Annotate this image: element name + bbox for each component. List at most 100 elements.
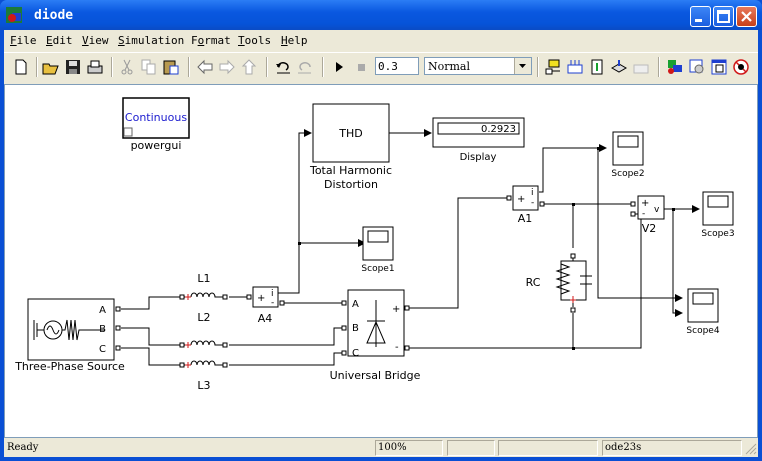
menu-file[interactable]: File — [10, 34, 37, 47]
voltmeter-v2[interactable]: + - v V2 — [637, 195, 665, 235]
incremental-build-icon[interactable] — [610, 58, 628, 76]
window-title: diode — [34, 8, 74, 23]
wire-a4-thd[interactable] — [278, 129, 312, 294]
source-label: Three-Phase Source — [14, 360, 125, 373]
v2-minus: - — [642, 209, 645, 219]
library-icon[interactable] — [632, 58, 650, 76]
minimize-button[interactable] — [690, 6, 711, 27]
debug-icon[interactable] — [710, 58, 728, 76]
rc-branch[interactable]: RC — [526, 258, 592, 307]
wire-v2-scope4[interactable] — [672, 209, 683, 317]
back-icon[interactable] — [196, 58, 214, 76]
toolbar-separator — [36, 57, 38, 77]
wire-source-b[interactable] — [121, 327, 183, 346]
bridge-plus: + — [392, 304, 400, 315]
simulation-mode-select[interactable]: Normal — [424, 57, 532, 75]
library-browser-icon[interactable] — [666, 58, 684, 76]
start-simulation-icon[interactable] — [330, 58, 348, 76]
toolbar-separator — [322, 57, 324, 77]
inductor-l1[interactable]: L1 — [184, 272, 223, 300]
thd-text: THD — [338, 127, 362, 140]
wire-source-a[interactable] — [121, 296, 183, 310]
junction-dots — [298, 147, 675, 350]
diagram-canvas[interactable]: Continuous powergui THD Total Harmonic D… — [4, 84, 758, 438]
menu-format[interactable]: Format — [191, 34, 231, 47]
stop-time-input[interactable]: 0.3 — [375, 57, 419, 75]
wire-a1-scope4[interactable] — [597, 148, 683, 302]
undo-icon[interactable] — [274, 58, 292, 76]
wire-source-c[interactable] — [121, 347, 183, 366]
display-block[interactable]: 0.2923 Display — [432, 117, 525, 163]
menu-view[interactable]: View — [82, 34, 109, 47]
menu-simulation[interactable]: Simulation — [118, 34, 185, 47]
bridge-port-c: C — [352, 348, 359, 359]
update-diagram-icon[interactable] — [566, 58, 584, 76]
port-connectors — [115, 195, 636, 368]
a1-plus: + — [517, 194, 525, 205]
wire-a1-scope2[interactable] — [539, 144, 607, 193]
refresh-icon[interactable] — [588, 58, 606, 76]
scope1-block[interactable]: Scope1 — [361, 226, 395, 274]
toolbar-separator — [266, 57, 268, 77]
toolbar-separator — [658, 57, 660, 77]
a4-minus: - — [271, 298, 274, 308]
scope3-label: Scope3 — [701, 229, 734, 239]
open-icon[interactable] — [42, 58, 60, 76]
wire-l2-bridge-b[interactable] — [229, 327, 344, 346]
save-icon[interactable] — [64, 58, 82, 76]
ammeter-a4[interactable]: + i - A4 — [252, 286, 279, 325]
powergui-text: Continuous — [125, 111, 187, 124]
ammeter-a1[interactable]: + i - A1 — [512, 185, 539, 225]
a4-plus: + — [257, 293, 265, 304]
scope4-block[interactable]: Scope4 — [686, 288, 720, 336]
wire-bridge-plus-a1[interactable] — [409, 197, 511, 309]
cut-icon[interactable] — [118, 58, 136, 76]
v2-label: V2 — [642, 222, 657, 235]
menu-bar: File Edit View Simulation Format Tools H… — [4, 30, 758, 51]
chevron-down-icon — [519, 64, 526, 68]
three-phase-source-block[interactable]: A B C Three-Phase Source — [14, 298, 125, 373]
scope4-label: Scope4 — [686, 326, 719, 336]
copy-icon[interactable] — [140, 58, 158, 76]
profiler-icon[interactable] — [732, 58, 750, 76]
redo-icon[interactable] — [296, 58, 314, 76]
up-icon[interactable] — [240, 58, 258, 76]
print-icon[interactable] — [86, 58, 104, 76]
menu-tools[interactable]: Tools — [238, 34, 272, 47]
a1-label: A1 — [518, 212, 533, 225]
dropdown-button[interactable] — [514, 58, 531, 74]
minimize-icon — [695, 19, 702, 22]
scope3-block[interactable]: Scope3 — [701, 191, 735, 239]
resize-grip-icon[interactable] — [744, 442, 757, 455]
menu-help[interactable]: Help — [281, 34, 308, 47]
bridge-minus: - — [395, 342, 399, 353]
inductor-l2[interactable]: L2 — [184, 311, 223, 348]
stop-simulation-icon[interactable] — [352, 58, 370, 76]
universal-bridge-block[interactable]: A B C + - Universal Bridge — [330, 289, 421, 382]
build-icon[interactable] — [544, 58, 562, 76]
powergui-label: powergui — [131, 139, 182, 152]
menu-edit[interactable]: Edit — [46, 34, 73, 47]
wire-l3-bridge-c[interactable] — [229, 352, 344, 366]
powergui-block[interactable]: Continuous powergui — [122, 97, 190, 152]
simulink-app-icon — [6, 7, 22, 23]
v2-v: v — [654, 205, 660, 215]
toolbar-separator — [111, 57, 113, 77]
new-model-icon[interactable] — [12, 58, 30, 76]
v2-plus: + — [641, 198, 649, 209]
bridge-port-a: A — [352, 299, 359, 310]
thd-block[interactable]: THD Total Harmonic Distortion — [309, 103, 392, 191]
model-explorer-icon[interactable] — [688, 58, 706, 76]
status-bar: Ready 100% ode23s — [4, 439, 758, 457]
a4-label: A4 — [258, 312, 273, 325]
forward-icon[interactable] — [218, 58, 236, 76]
maximize-button[interactable] — [713, 6, 734, 27]
paste-icon[interactable] — [162, 58, 180, 76]
close-button[interactable] — [736, 6, 757, 27]
inductor-l3[interactable]: L3 — [184, 360, 223, 392]
wires — [121, 129, 700, 366]
scope2-block[interactable]: Scope2 — [611, 131, 645, 179]
title-bar[interactable]: diode — [0, 0, 762, 30]
solver-name: ode23s — [602, 440, 742, 456]
client-area: File Edit View Simulation Format Tools H… — [4, 30, 758, 457]
